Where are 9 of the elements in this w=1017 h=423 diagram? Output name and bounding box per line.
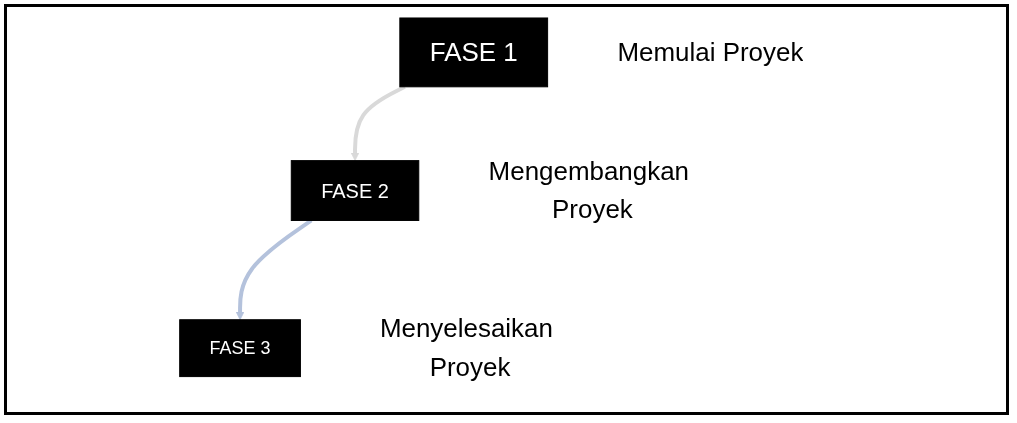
node-label: Memulai Proyek bbox=[617, 36, 804, 67]
flow-diagram: FASE 1 Memulai Proyek FASE 2 Mengembangkan Proyek FASE 3 Menyelesaikan Proyek bbox=[7, 9, 1006, 410]
arrow bbox=[350, 84, 406, 161]
node-box bbox=[399, 17, 549, 87]
node-box bbox=[290, 159, 420, 221]
node-label: Mengembangkan Proyek bbox=[488, 155, 690, 224]
node-label: Menyelesaikan Proyek bbox=[379, 312, 553, 382]
arrow bbox=[235, 218, 313, 320]
node-box bbox=[179, 318, 301, 377]
